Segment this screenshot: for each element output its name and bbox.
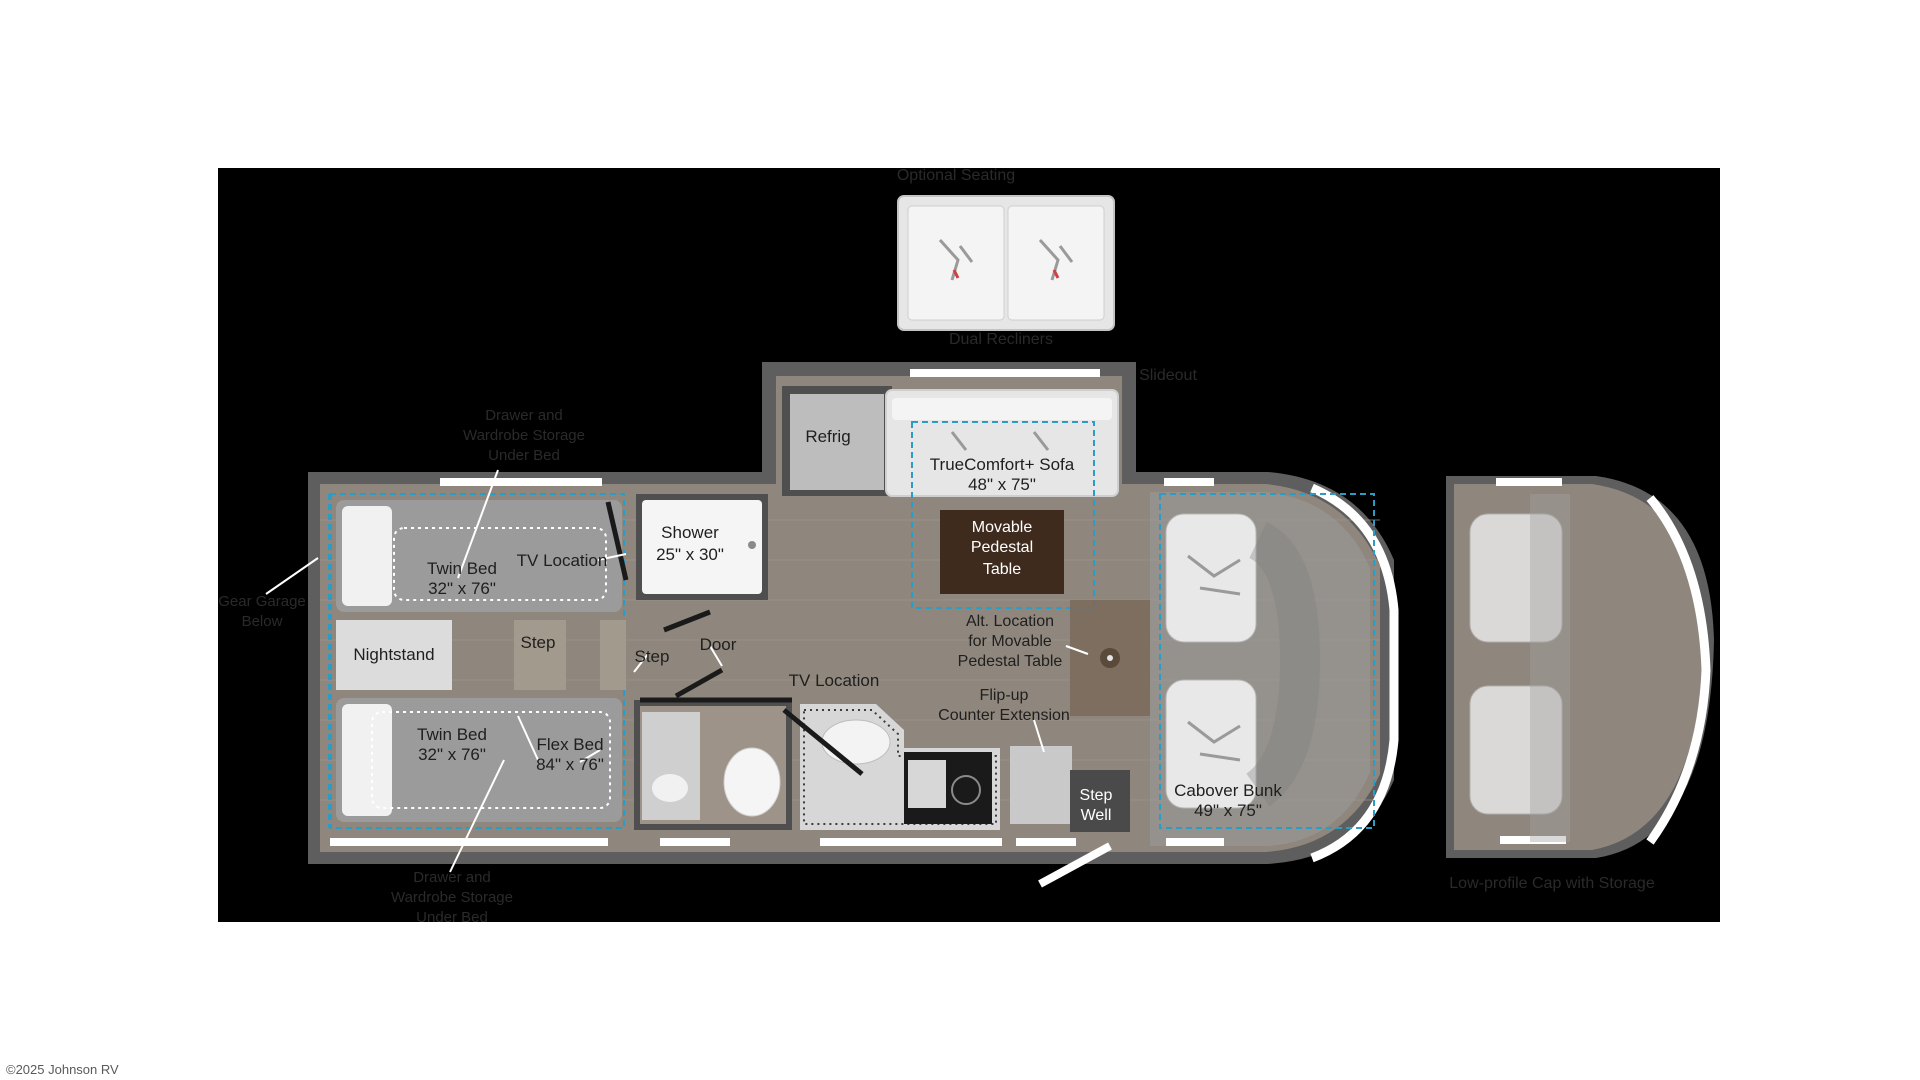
label-flipup-1: Flip-up (980, 687, 1029, 704)
label-alt-1: Alt. Location (966, 613, 1054, 630)
label-low-profile-cap: Low-profile Cap with Storage (1449, 875, 1655, 892)
cab-seats (1159, 493, 1375, 829)
label-flex-name: Flex Bed (536, 735, 603, 754)
label-shower-name: Shower (661, 523, 719, 542)
label-cabover-name: Cabover Bunk (1174, 781, 1282, 800)
label-flipup-2: Counter Extension (938, 707, 1070, 724)
windows (330, 369, 1224, 846)
shower (636, 494, 768, 600)
label-gear-2: Below (242, 613, 283, 630)
optional-seating-recliners (897, 195, 1115, 331)
step-well (1070, 770, 1130, 832)
low-profile-cap (1446, 476, 1714, 858)
copyright: ©2025 Johnson RV (6, 1062, 119, 1077)
label-drawer-bot-2: Wardrobe Storage (391, 889, 513, 906)
label-tv-location-main: TV Location (789, 671, 880, 690)
label-optional-seating: Optional Seating (897, 167, 1015, 184)
nightstand (336, 620, 452, 690)
label-alt-3: Pedestal Table (958, 653, 1063, 670)
label-cabover-size: 49" x 75" (1194, 801, 1262, 820)
label-twin-bottom-size: 32" x 76" (418, 745, 486, 764)
label-drawer-top-2: Wardrobe Storage (463, 427, 585, 444)
bed-step (514, 620, 566, 690)
label-step-left: Step (521, 633, 556, 652)
label-step-well-2: Well (1081, 807, 1112, 824)
label-drawer-top-1: Drawer and (485, 407, 563, 424)
label-step-center: Step (635, 647, 670, 666)
bathroom (634, 700, 792, 830)
galley-counter (800, 704, 1072, 830)
label-twin-top-size: 32" x 76" (428, 579, 496, 598)
label-door: Door (700, 635, 737, 654)
label-tv-location-bed: TV Location (517, 551, 608, 570)
label-drawer-bot-1: Drawer and (413, 869, 491, 886)
entry-door (1038, 842, 1112, 888)
label-nightstand: Nightstand (353, 645, 434, 664)
label-twin-top-name: Twin Bed (427, 559, 497, 578)
label-step-well-1: Step (1080, 787, 1113, 804)
label-alt-2: for Movable (968, 633, 1052, 650)
twin-bed-top (336, 500, 622, 612)
movable-pedestal-table (940, 510, 1064, 594)
labels: Optional Seating Dual Recliners Slideout… (218, 167, 1655, 926)
interior-walls (605, 501, 864, 776)
label-slideout: Slideout (1139, 367, 1197, 384)
label-refrig: Refrig (805, 427, 850, 446)
label-table-3: Table (983, 561, 1021, 578)
twin-bed-bottom (336, 698, 622, 822)
label-drawer-bot-3: Under Bed (416, 909, 488, 926)
label-twin-bottom-name: Twin Bed (417, 725, 487, 744)
label-dual-recliners: Dual Recliners (949, 331, 1053, 348)
label-sofa-name: TrueComfort+ Sofa (930, 455, 1075, 474)
leader-lines (265, 469, 1089, 873)
label-drawer-top-3: Under Bed (488, 447, 560, 464)
label-shower-size: 25" x 30" (656, 545, 724, 564)
label-gear-1: Gear Garage (218, 593, 306, 610)
refrigerator (782, 386, 892, 496)
label-sofa-size: 48" x 75" (968, 475, 1036, 494)
sofa (885, 389, 1119, 609)
label-table-2: Pedestal (971, 539, 1033, 556)
label-table-1: Movable (972, 519, 1033, 536)
label-flex-size: 84" x 76" (536, 755, 604, 774)
bed-step-2 (600, 620, 626, 690)
